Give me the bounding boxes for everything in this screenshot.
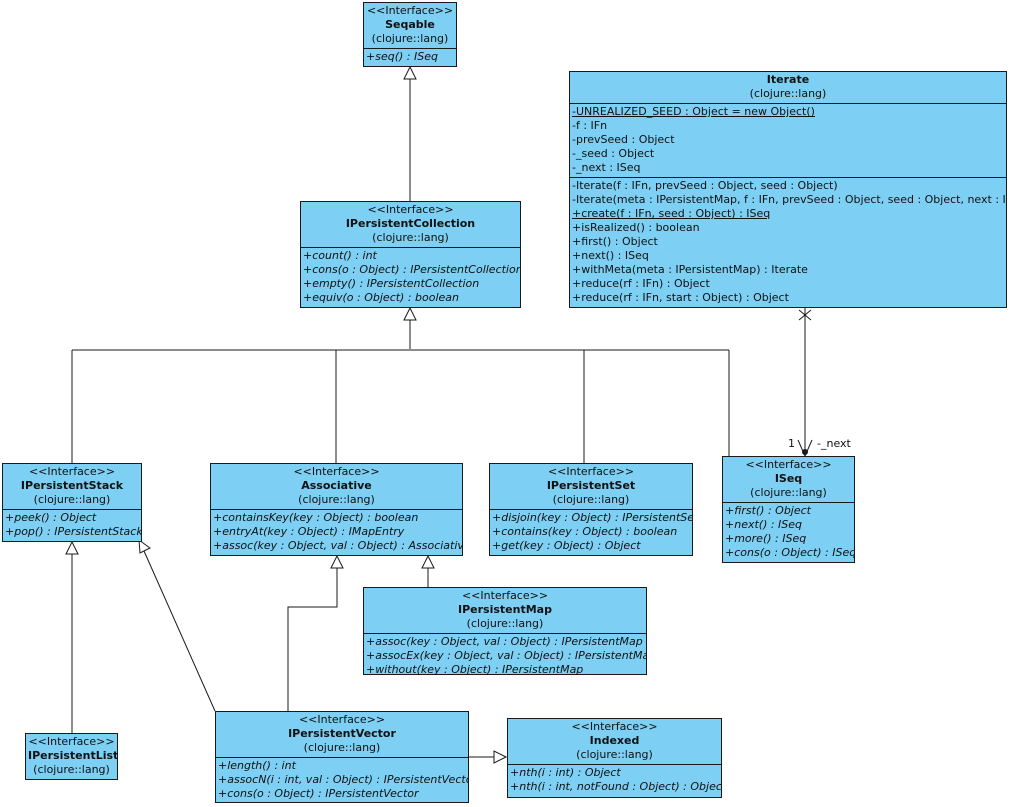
attribute: -_seed : Object [572,147,655,160]
class-name: Indexed [589,734,640,747]
operation: +contains(key : Object) : boolean [492,525,678,538]
inheritance-arrowhead [403,306,417,321]
class-name: ISeq [774,472,803,485]
attribute: -prevSeed : Object [572,133,675,146]
operation: +first() : Object [725,504,811,517]
package-label: (clojure::lang) [33,493,111,506]
operation: +get(key : Object) : Object [492,539,641,552]
operation: +containsKey(key : Object) : boolean [213,511,419,524]
operation: +pop() : IPersistentStack [5,525,141,538]
inheritance-arrowhead [493,750,508,764]
class-name: Iterate [766,73,810,86]
operation: +more() : ISeq [725,532,807,545]
class-name: IPersistentList [28,749,119,762]
operation: +nth(i : int, notFound : Object) : Objec… [510,780,721,793]
package-label: (clojure::lang) [303,741,381,754]
package-label: (clojure::lang) [371,32,449,45]
operation: +assoc(key : Object, val : Object) : Ass… [213,539,462,552]
class-name: IPersistentMap [458,603,552,616]
class-ipersistentstack[interactable]: <<Interface>> IPersistentStack (clojure:… [2,463,142,542]
class-iterate[interactable]: Iterate (clojure::lang) -UNREALIZED_SEED… [569,71,1007,308]
class-name: IPersistentSet [546,479,636,492]
stereotype: <<Interface>> [547,465,635,478]
inheritance-arrowhead [421,554,435,569]
operation: +assoc(key : Object, val : Object) : IPe… [366,635,643,648]
inheritance-arrowhead [330,554,344,569]
operation: +assocN(i : int, val : Object) : IPersis… [218,773,468,786]
operation: +first() : Object [572,235,658,248]
operation: +entryAt(key : Object) : IMapEntry [213,525,405,538]
operation: +without(key : Object) : IPersistentMap [366,663,584,676]
class-associative[interactable]: <<Interface>> Associative (clojure::lang… [210,463,463,556]
empty-compartment [26,779,117,783]
stereotype: <<Interface>> [366,4,454,17]
class-iseq[interactable]: <<Interface>> ISeq (clojure::lang) +firs… [722,456,855,563]
class-name: IPersistentVector [288,727,396,740]
generalization-vector-stack [143,550,216,712]
operation: +create(f : IFn, seed : Object) : ISeq [572,207,771,220]
operation: +cons(o : Object) : IPersistentCollectio… [303,263,520,276]
package-label: (clojure::lang) [466,617,544,630]
stereotype: <<Interface>> [571,720,658,733]
attribute: -_next : ISeq [572,161,641,174]
operation: +assocEx(key : Object, val : Object) : I… [366,649,646,662]
operation: +reduce(rf : IFn) : Object [572,277,710,290]
association-multiplicity: 1 [788,437,795,450]
operation: +next() : ISeq [725,518,803,531]
class-ipersistentset[interactable]: <<Interface>> IPersistentSet (clojure::l… [489,463,693,556]
class-ipersistentmap[interactable]: <<Interface>> IPersistentMap (clojure::l… [363,587,647,676]
stereotype: <<Interface>> [28,735,115,748]
package-label: (clojure::lang) [576,748,653,761]
stereotype: <<Interface>> [28,465,116,478]
stereotype: <<Interface>> [367,203,454,216]
inheritance-arrowhead [403,65,417,80]
class-ipersistentvector[interactable]: <<Interface>> IPersistentVector (clojure… [215,711,469,803]
package-label: (clojure::lang) [372,231,449,244]
stereotype: <<Interface>> [461,589,549,602]
class-ipersistentcollection[interactable]: <<Interface>> IPersistentCollection (clo… [300,201,521,308]
operation: +cons(o : Object) : IPersistentVector [218,787,419,800]
operation: +seq() : ISeq [366,50,438,63]
stereotype: <<Interface>> [745,458,832,471]
operation: +reduce(rf : IFn, start : Object) : Obje… [572,291,789,304]
operation: +disjoin(key : Object) : IPersistentSet [492,511,692,524]
attribute: -f : IFn [572,119,608,132]
inheritance-arrowhead [138,538,151,554]
operation: +peek() : Object [5,511,97,524]
stereotype: <<Interface>> [293,465,380,478]
package-label: (clojure::lang) [552,493,630,506]
operation: +empty() : IPersistentCollection [303,277,480,290]
package-label: (clojure::lang) [33,763,110,776]
operation: +isRealized() : boolean [572,221,700,234]
operation: +next() : ISeq [572,249,649,262]
operation: +withMeta(meta : IPersistentMap) : Itera… [572,263,808,276]
operation: +equiv(o : Object) : boolean [303,291,460,304]
generalization-vector-assoc [287,568,338,711]
class-seqable[interactable]: <<Interface>> Seqable (clojure::lang) +s… [363,2,457,67]
class-name: Seqable [385,18,435,31]
stereotype: <<Interface>> [298,713,386,726]
operation: -Iterate(f : IFn, prevSeed : Object, see… [572,179,838,192]
inheritance-arrowhead [65,540,79,555]
class-name: IPersistentStack [20,479,124,492]
operation: -Iterate(meta : IPersistentMap, f : IFn,… [572,193,1006,206]
package-label: (clojure::lang) [750,486,827,499]
package-label: (clojure::lang) [298,493,375,506]
operation: +length() : int [218,759,296,772]
operation: +nth(i : int) : Object [510,766,621,779]
association-role: -_next [817,437,851,450]
class-name: IPersistentCollection [345,217,476,230]
package-label: (clojure::lang) [749,87,827,100]
class-ipersistentlist[interactable]: <<Interface>> IPersistentList (clojure::… [25,733,118,780]
attribute: -UNREALIZED_SEED : Object = new Object() [572,105,815,118]
operation: +count() : int [303,249,377,262]
operation: +cons(o : Object) : ISeq [725,546,854,559]
class-name: Associative [301,479,372,492]
class-indexed[interactable]: <<Interface>> Indexed (clojure::lang) +n… [507,718,722,798]
